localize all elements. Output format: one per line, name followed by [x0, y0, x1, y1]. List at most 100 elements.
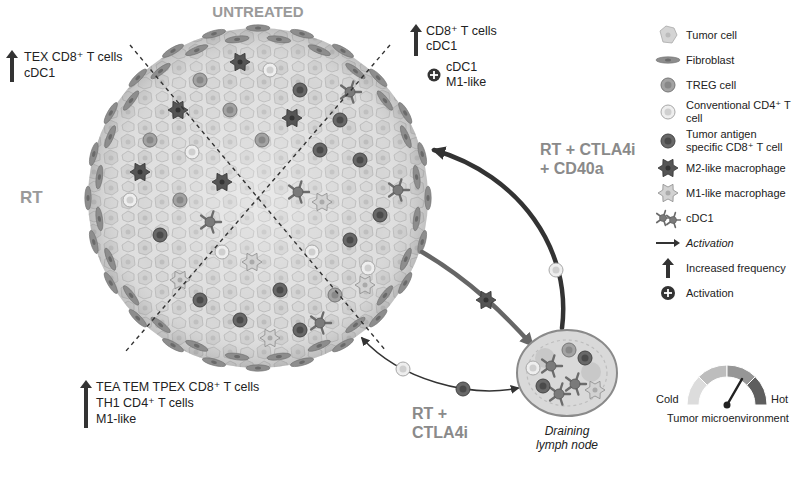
fibroblast-ring: [121, 89, 141, 112]
immune-cells: [289, 182, 309, 203]
label-box: TH1 CD4⁺ T cells: [96, 396, 194, 411]
label-box: Tumor microenvironment: [657, 412, 799, 425]
immune-cells: [343, 233, 357, 247]
lymph-node-shape: [578, 351, 592, 365]
fibroblast-icon: [655, 49, 681, 71]
lymph-node-shape: [536, 379, 550, 393]
lymph-node-shape: [527, 340, 607, 406]
increase-arrow-icon: [655, 257, 681, 279]
legend-text: cDC1: [686, 212, 794, 225]
condition-label: RT: [20, 188, 43, 208]
cdc1-icon: [667, 213, 681, 228]
immune-cells: [185, 145, 199, 159]
fibroblast-ring: [95, 165, 104, 190]
lymph-node-shape: [585, 381, 605, 398]
immune-cells: [312, 193, 332, 210]
label-box: TEX CD8⁺ T cells: [24, 50, 123, 65]
immune-cells: [255, 133, 269, 147]
immune-cells: [233, 313, 247, 327]
legend-text: M1-like macrophage: [686, 187, 794, 200]
fibroblast-ring: [184, 43, 209, 58]
immune-cells: [333, 113, 347, 127]
immune-cells: [201, 212, 221, 233]
immune-cells: [170, 271, 190, 288]
immune-cells: [313, 143, 327, 157]
fibroblast-ring: [398, 124, 413, 149]
increase-arrows: [410, 24, 422, 56]
m2-icon: [655, 157, 681, 179]
immune-cells: [242, 253, 262, 270]
immune-cells: [353, 153, 367, 167]
temperature-gauge: [724, 402, 731, 409]
immune-cells: [193, 293, 207, 307]
immune-cells: [355, 276, 375, 293]
cd4-icon: [655, 101, 681, 123]
gauge-caption: Tumor microenvironment: [657, 412, 799, 425]
fibroblast-ring: [85, 186, 91, 210]
effect-note: TH1 CD4⁺ T cells: [96, 396, 194, 411]
tumor-cell-icon: [666, 33, 671, 38]
label-box: M1-like: [96, 412, 136, 427]
treg-icon: [655, 74, 681, 96]
legend-text: Increased frequency: [686, 262, 794, 275]
fibroblast-ring: [85, 25, 431, 371]
immune-cells: [215, 245, 229, 259]
immune-cells: [153, 228, 167, 242]
quadrant-divider: [126, 45, 390, 351]
legend-text: Activation: [686, 237, 794, 250]
immune-cells: [123, 193, 137, 207]
activation-arrow-icon: [656, 242, 675, 244]
fibroblast-ring: [375, 284, 395, 307]
label-box: CD8⁺ T cells: [426, 24, 497, 39]
fibroblast-ring: [161, 42, 185, 60]
fibroblast-ring: [367, 307, 388, 328]
legend-row: Activation: [655, 232, 798, 254]
immune-cells: [282, 109, 302, 126]
label-box: RT + CTLA4i: [412, 404, 476, 442]
legend-row: Tumor antigen specific CD8⁺ T cell: [655, 128, 798, 154]
immune-cells: [328, 288, 342, 302]
temperature-gauge: [727, 379, 742, 405]
tumor-cell-icon: [660, 26, 677, 43]
effect-note: TEX CD8⁺ T cells: [24, 50, 123, 65]
fibroblast-ring: [88, 230, 100, 255]
migrating-cells: [476, 291, 496, 308]
increase-arrows: [6, 50, 18, 82]
increase-arrows: [6, 24, 422, 428]
legend-row: Increased frequency: [655, 257, 798, 279]
immune-cells: [168, 101, 188, 118]
lymph-node-shape: [517, 330, 617, 416]
fibroblast-ring: [290, 356, 315, 368]
condition-label: RT + CTLA4i + CD40a: [540, 140, 640, 178]
fibroblast-ring: [246, 25, 270, 31]
label-box: Cold: [656, 393, 679, 406]
activation-arrow-icon: [655, 232, 681, 254]
fibroblast-ring: [103, 124, 118, 149]
fibroblast-ring: [149, 315, 172, 335]
immune-cells: [130, 163, 150, 180]
fibroblast-ring: [367, 67, 388, 88]
migrating-cells: [396, 362, 410, 376]
condition-label: UNTREATED: [198, 3, 318, 21]
cd8-icon: [655, 130, 681, 152]
legend-text: Fibroblast: [686, 54, 794, 67]
migration-arrows: [362, 338, 518, 391]
legend-text: M2-like macrophage: [686, 162, 794, 175]
cd4-icon: [661, 105, 675, 119]
legend-text: Tumor antigen specific CD8⁺ T cell: [686, 128, 794, 154]
lymph-node-shape: [550, 384, 570, 405]
immune-cells: [293, 83, 307, 97]
increase-arrows: [80, 380, 92, 428]
fibroblast-ring: [127, 67, 148, 88]
activation-arrow-icon: [674, 239, 680, 247]
fibroblast-ring: [396, 101, 414, 125]
label-box: TEA TEM TPEX CD8⁺ T cells: [96, 380, 259, 395]
fibroblast-ring: [88, 142, 100, 167]
immune-cells: [173, 193, 187, 207]
immune-cells: [260, 329, 280, 346]
activation-plus: [428, 69, 441, 82]
fibroblast-ring: [202, 28, 227, 40]
fibroblast-ring: [398, 247, 413, 272]
tumor: [88, 28, 428, 368]
immune-cells: [193, 73, 207, 87]
